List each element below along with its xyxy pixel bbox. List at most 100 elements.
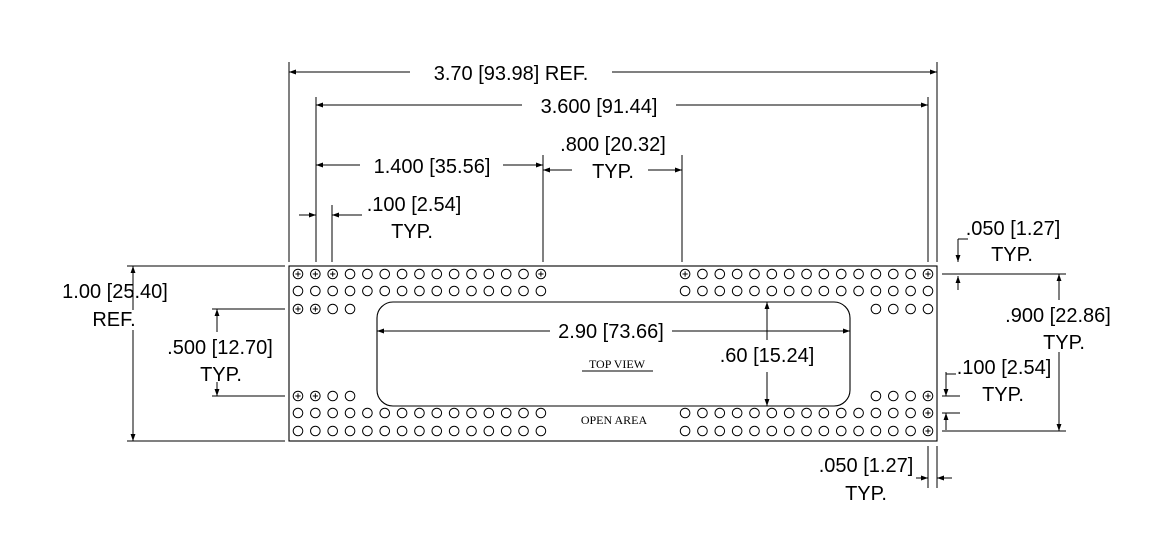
pin-hole — [327, 407, 339, 419]
pin-hole — [818, 407, 830, 419]
view-label: TOP VIEW — [589, 357, 646, 371]
pin-hole — [888, 407, 899, 419]
pin-hole — [483, 425, 495, 437]
pin-hole — [818, 425, 830, 437]
inner-span-dim-line1: .500 [12.70] — [167, 337, 273, 359]
pin-hole — [466, 268, 477, 280]
pin-hole — [396, 285, 408, 297]
pin-hole — [379, 285, 391, 297]
pin-hole — [448, 425, 460, 437]
pin-hole — [835, 285, 847, 297]
pin-hole — [431, 407, 443, 419]
pin-hole — [327, 303, 339, 315]
pin-marker — [295, 271, 301, 277]
pin-hole — [396, 407, 408, 419]
pin-hole — [362, 425, 373, 437]
pin-hole — [749, 268, 760, 280]
pin-hole — [853, 268, 864, 280]
right-pitch-dim-line2: TYP. — [982, 384, 1024, 406]
open-width-dim: .60 [15.24] — [720, 345, 815, 367]
pin-hole — [870, 425, 882, 437]
open-area-label: OPEN AREA — [581, 413, 648, 427]
pin-hole — [344, 425, 356, 437]
pin-hole — [466, 285, 477, 297]
pin-hole — [379, 425, 391, 437]
gap-dim-line2: TYP. — [592, 161, 634, 183]
pin-hole — [679, 407, 691, 419]
pin-hole — [731, 268, 743, 280]
pin-hole — [835, 425, 847, 437]
pin-hole — [870, 390, 882, 402]
pin-hole — [518, 268, 529, 280]
pin-hole — [853, 407, 864, 419]
pin-hole — [853, 425, 864, 437]
pin-hole — [500, 407, 512, 419]
edge-bottom-dim-line2: TYP. — [845, 483, 887, 505]
pin-hole — [379, 268, 391, 280]
pin-hole — [483, 268, 495, 280]
pin-hole — [749, 407, 760, 419]
pin-hole — [535, 285, 547, 297]
pin-hole — [362, 407, 373, 419]
pin-hole — [749, 425, 760, 437]
pin-hole — [714, 407, 726, 419]
edge-top-dim-line2: TYP. — [991, 244, 1033, 266]
pin-marker — [925, 428, 931, 434]
pin-hole — [905, 303, 916, 315]
pin-hole — [431, 268, 443, 280]
pin-hole — [344, 390, 356, 402]
edge-bottom-dim-line1: .050 [1.27] — [819, 455, 914, 477]
pin-marker — [312, 393, 318, 399]
pin-hole — [500, 425, 512, 437]
pin-hole — [396, 425, 408, 437]
pin-hole — [414, 407, 425, 419]
pin-hole — [697, 425, 708, 437]
pin-hole — [870, 407, 882, 419]
pin-hole — [310, 407, 321, 419]
pin-hole — [835, 268, 847, 280]
pin-hole — [731, 285, 743, 297]
pin-hole — [379, 407, 391, 419]
pin-hole — [870, 303, 882, 315]
pin-hole — [518, 407, 529, 419]
pin-hole — [905, 390, 916, 402]
pin-hole — [818, 285, 830, 297]
pin-marker — [925, 393, 931, 399]
pin-hole — [888, 425, 899, 437]
pin-hole — [697, 268, 708, 280]
pin-hole — [888, 268, 899, 280]
pin-hole — [466, 407, 477, 419]
pin-hole — [783, 425, 795, 437]
pitch-dim-line1: .100 [2.54] — [367, 194, 462, 216]
board-outline — [288, 265, 938, 442]
pin-marker — [682, 271, 688, 277]
pin-hole-grid — [292, 268, 934, 437]
pin-marker — [925, 410, 931, 416]
pin-hole — [396, 268, 408, 280]
pin-hole — [731, 425, 743, 437]
pin-hole — [414, 285, 425, 297]
pin-marker — [925, 271, 931, 277]
row-span-dim-line2: TYP. — [1043, 332, 1085, 354]
pin-hole — [905, 425, 916, 437]
pin-hole — [500, 268, 512, 280]
pin-hole — [679, 285, 691, 297]
pin-hole — [431, 285, 443, 297]
pin-hole — [327, 425, 339, 437]
pin-hole — [466, 425, 477, 437]
pin-hole — [327, 285, 339, 297]
pin-hole — [535, 425, 547, 437]
extension-lines — [127, 62, 1066, 488]
pin-hole — [801, 425, 812, 437]
pin-hole — [783, 268, 795, 280]
pin-hole — [483, 285, 495, 297]
open-length-dim: 2.90 [73.66] — [558, 321, 664, 343]
pin-hole — [448, 285, 460, 297]
pin-hole — [766, 407, 778, 419]
edge-top-dim-line1: .050 [1.27] — [966, 218, 1061, 240]
pin-hole — [766, 268, 778, 280]
pin-hole — [344, 407, 356, 419]
pin-hole — [448, 268, 460, 280]
